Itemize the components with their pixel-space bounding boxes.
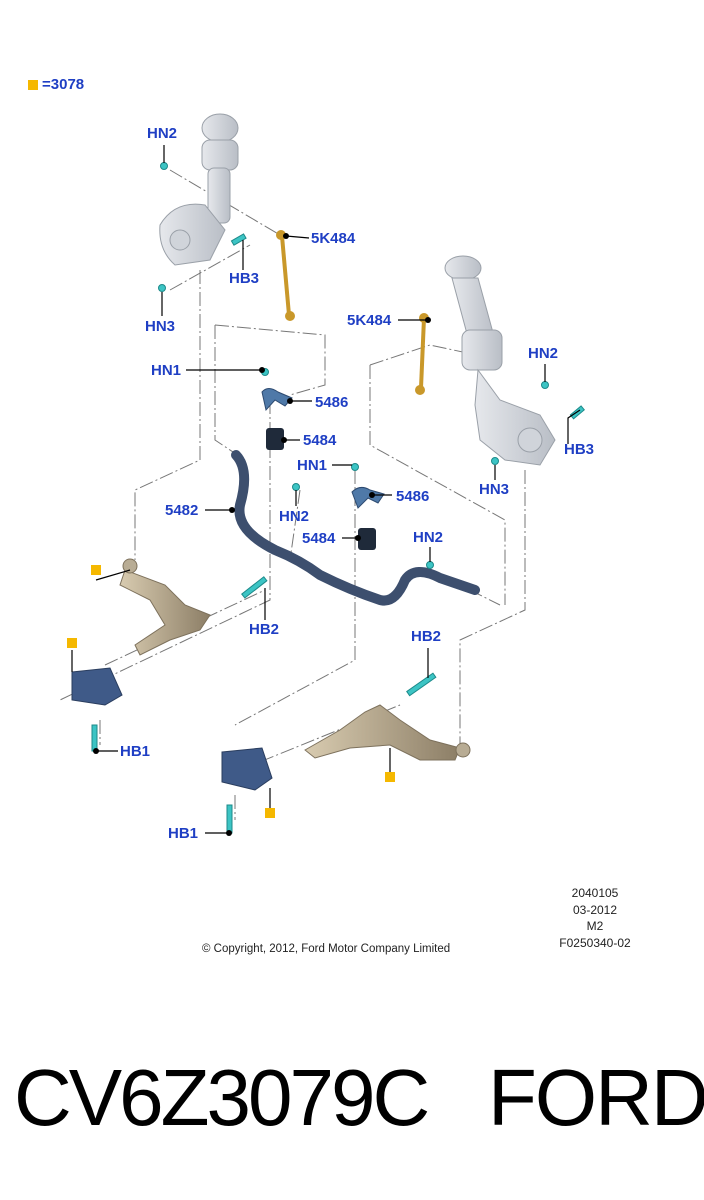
meta-line-2: 03-2012 bbox=[572, 902, 618, 917]
brand-name: FORD bbox=[488, 1053, 704, 1142]
label-5486-right: 5486 bbox=[396, 488, 430, 505]
label-hb2-right: HB2 bbox=[411, 628, 442, 645]
left-strut-assembly bbox=[159, 113, 239, 266]
label-hn1-right: HN1 bbox=[297, 457, 328, 474]
stabilizer-link-left bbox=[276, 230, 295, 321]
label-5k484-right: 5K484 bbox=[347, 312, 392, 329]
leader-lines bbox=[71, 145, 581, 834]
label-hn1-left: HN1 bbox=[151, 362, 182, 379]
stabilizer-link-right bbox=[415, 313, 429, 395]
lower-arm-left bbox=[71, 558, 211, 706]
meta-line-3: M2 bbox=[586, 919, 604, 933]
legend: = 3078 bbox=[28, 76, 84, 93]
label-hn2-top: HN2 bbox=[147, 125, 178, 142]
label-5486-left: 5486 bbox=[315, 394, 349, 411]
meta-line-1: 2040105 bbox=[571, 886, 619, 900]
drawing-metadata: 2040105 03-2012 M2 F0250340-02 bbox=[545, 885, 645, 951]
label-hb3-right: HB3 bbox=[564, 441, 595, 458]
copyright-notice: © Copyright, 2012, Ford Motor Company Li… bbox=[202, 943, 451, 955]
fasteners bbox=[91, 162, 585, 834]
bracket-left bbox=[261, 388, 293, 412]
lower-arm-right bbox=[221, 704, 471, 791]
bushing-right bbox=[358, 528, 376, 550]
label-hb1-right: HB1 bbox=[168, 825, 199, 842]
meta-line-4: F0250340-02 bbox=[559, 935, 631, 950]
bracket-right bbox=[351, 486, 385, 509]
label-hn3-left: HN3 bbox=[145, 318, 176, 335]
label-5k484-left: 5K484 bbox=[311, 230, 356, 247]
right-strut-assembly bbox=[444, 255, 556, 466]
label-hn3-right: HN3 bbox=[479, 481, 510, 498]
bushing-left bbox=[266, 428, 284, 450]
label-5484-left: 5484 bbox=[303, 432, 337, 449]
legend-marker bbox=[28, 79, 38, 90]
stabilizer-bar bbox=[231, 450, 480, 606]
reference-markers bbox=[67, 565, 395, 818]
legend-number: 3078 bbox=[50, 76, 85, 93]
leader-dots bbox=[93, 233, 431, 836]
legend-equals: = bbox=[42, 76, 51, 93]
label-hn2-right: HN2 bbox=[528, 345, 559, 362]
label-5482: 5482 bbox=[165, 502, 199, 519]
label-hb2-left: HB2 bbox=[249, 621, 280, 638]
label-hb3-left: HB3 bbox=[229, 270, 260, 287]
label-hn2-right-low: HN2 bbox=[413, 529, 444, 546]
label-hn2-mid: HN2 bbox=[279, 508, 310, 525]
label-5484-right: 5484 bbox=[302, 530, 336, 547]
part-number: CV6Z3079C bbox=[14, 1053, 430, 1142]
label-hb1-left: HB1 bbox=[120, 743, 151, 760]
